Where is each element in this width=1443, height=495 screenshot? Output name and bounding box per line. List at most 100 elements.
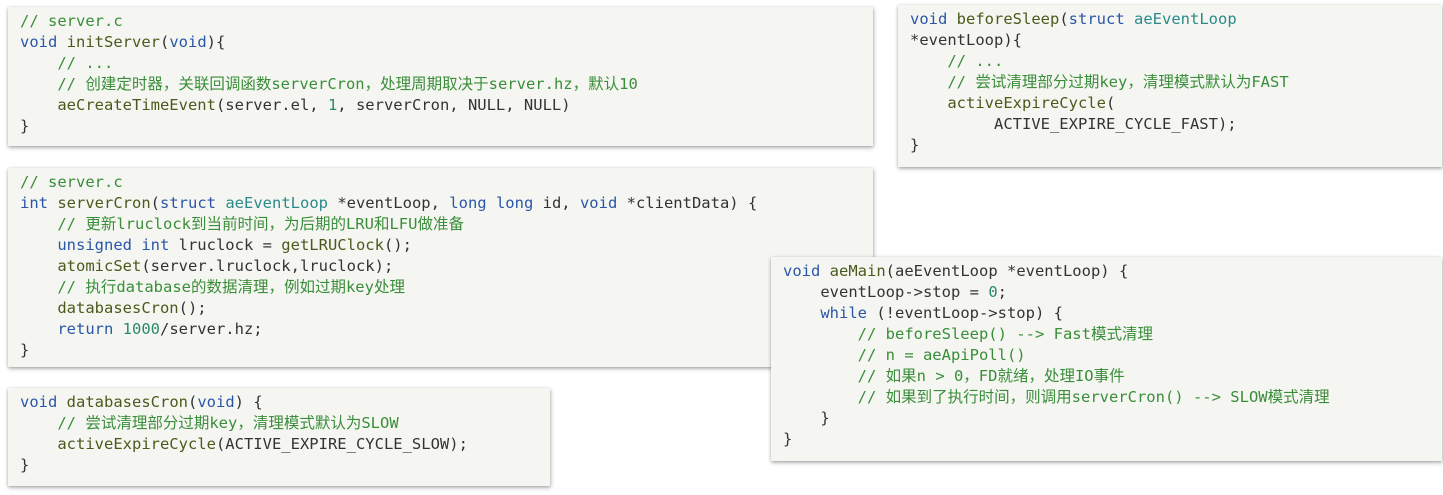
code-token: // 如果到了执行时间，则调用serverCron() --> SLOW模式清理 [783, 388, 1330, 406]
code-line: return 1000/server.hz; [20, 319, 861, 340]
code-block-ae-main: void aeMain(aeEventLoop *eventLoop) { ev… [771, 257, 1442, 461]
code-token: int [20, 194, 58, 212]
code-token: // 尝试清理部分过期key，清理模式默认为SLOW [20, 414, 399, 432]
code-token: databasesCron [66, 393, 188, 411]
code-line: databasesCron(); [20, 298, 861, 319]
code-token: (); [383, 236, 412, 254]
code-token: lruclock = [178, 236, 282, 254]
code-token: } [783, 430, 793, 448]
code-token: void [579, 194, 627, 212]
code-token: void [169, 33, 207, 51]
code-token: // ... [20, 54, 114, 72]
code-token: void [20, 393, 67, 411]
code-token: long long [449, 194, 543, 212]
code-line: void beforeSleep(struct aeEventLoop [910, 9, 1430, 30]
code-token: ( [1105, 94, 1116, 112]
code-line: int serverCron(struct aeEventLoop *event… [20, 193, 861, 214]
code-token: return [20, 320, 123, 338]
code-line: *eventLoop){ [910, 30, 1430, 51]
code-token: ( [188, 393, 198, 411]
code-line: void aeMain(aeEventLoop *eventLoop) { [783, 261, 1430, 282]
code-token: // 如果n > 0，FD就绪，处理IO事件 [783, 367, 1125, 385]
code-line: } [783, 408, 1430, 429]
code-token: // 尝试清理部分过期key，清理模式默认为FAST [910, 73, 1289, 91]
code-token: (aeEventLoop *eventLoop) { [885, 262, 1129, 280]
code-token: void [197, 393, 235, 411]
code-line: activeExpireCycle( [910, 93, 1430, 114]
code-token: // ... [910, 52, 1004, 70]
code-token: *clientData) { [626, 194, 758, 212]
code-line: } [910, 135, 1430, 156]
code-line: } [20, 340, 861, 361]
code-line: // n = aeApiPoll() [783, 345, 1430, 366]
code-line: } [20, 455, 538, 476]
code-token: struct [160, 194, 226, 212]
code-token: (ACTIVE_EXPIRE_CYCLE_SLOW); [215, 435, 468, 453]
code-token: unsigned int [20, 236, 179, 254]
code-line: // server.c [20, 11, 861, 32]
code-token: eventLoop->stop = [783, 283, 989, 301]
code-token: (server.el, [215, 96, 328, 114]
code-line: // ... [20, 53, 861, 74]
code-token: } [783, 409, 830, 427]
code-token: // server.c [20, 12, 123, 30]
code-token: (server.lruclock,lruclock); [141, 257, 394, 275]
code-line: activeExpireCycle(ACTIVE_EXPIRE_CYCLE_SL… [20, 434, 538, 455]
code-token: aeCreateTimeEvent [20, 96, 216, 114]
code-line: } [20, 116, 861, 137]
code-token: id, [542, 194, 580, 212]
code-token: aeEventLoop [225, 194, 338, 212]
code-token: // 更新lruclock到当前时间，为后期的LRU和LFU做准备 [20, 215, 464, 233]
code-line: } [783, 429, 1430, 450]
code-token: , serverCron, NULL, NULL) [337, 96, 571, 114]
code-line: while (!eventLoop->stop) { [783, 303, 1430, 324]
code-line: eventLoop->stop = 0; [783, 282, 1430, 303]
code-token: } [910, 136, 920, 154]
code-token: // n = aeApiPoll() [783, 346, 1026, 364]
code-token: aeMain [829, 262, 886, 280]
code-token: initServer [66, 33, 160, 51]
code-token: *eventLoop, [337, 194, 450, 212]
code-token: (!eventLoop->stop) { [876, 304, 1063, 322]
code-line: // 如果到了执行时间，则调用serverCron() --> SLOW模式清理 [783, 387, 1430, 408]
code-block-before-sleep: void beforeSleep(struct aeEventLoop*even… [898, 5, 1442, 167]
code-token: aeEventLoop [1134, 10, 1237, 28]
code-token: // beforeSleep() --> Fast模式清理 [783, 325, 1153, 343]
code-token: databasesCron [20, 299, 179, 317]
code-token: } [20, 456, 30, 474]
code-line: unsigned int lruclock = getLRUClock(); [20, 235, 861, 256]
code-token: ( [150, 194, 160, 212]
code-line: aeCreateTimeEvent(server.el, 1, serverCr… [20, 95, 861, 116]
code-token: 0 [988, 283, 998, 301]
code-token: ) { [234, 393, 263, 411]
code-token: (); [178, 299, 207, 317]
code-token: ){ [206, 33, 226, 51]
code-line: // server.c [20, 172, 861, 193]
code-token: ( [160, 33, 170, 51]
code-token: 1000 [122, 320, 160, 338]
code-token: activeExpireCycle [20, 435, 216, 453]
code-token: void [20, 33, 67, 51]
code-token: void [783, 262, 830, 280]
code-token: } [20, 341, 30, 359]
code-token: 1 [327, 96, 338, 114]
code-token: /server.hz; [159, 320, 263, 338]
code-line: void databasesCron(void) { [20, 392, 538, 413]
code-line: void initServer(void){ [20, 32, 861, 53]
code-block-databases-cron: void databasesCron(void) { // 尝试清理部分过期ke… [8, 388, 550, 486]
code-token: void [910, 10, 957, 28]
code-token: ; [997, 283, 1007, 301]
code-token: // 执行database的数据清理，例如过期key处理 [20, 278, 405, 296]
code-token: beforeSleep [956, 10, 1060, 28]
code-line: ACTIVE_EXPIRE_CYCLE_FAST); [910, 114, 1430, 135]
code-token: ( [1059, 10, 1069, 28]
code-token: ACTIVE_EXPIRE_CYCLE_FAST); [910, 115, 1237, 133]
code-token: while [783, 304, 877, 322]
code-line: // 如果n > 0，FD就绪，处理IO事件 [783, 366, 1430, 387]
code-line: // 更新lruclock到当前时间，为后期的LRU和LFU做准备 [20, 214, 861, 235]
code-line: // beforeSleep() --> Fast模式清理 [783, 324, 1430, 345]
code-line: // 尝试清理部分过期key，清理模式默认为SLOW [20, 413, 538, 434]
code-token: // 创建定时器，关联回调函数serverCron，处理周期取决于server.… [20, 75, 638, 93]
